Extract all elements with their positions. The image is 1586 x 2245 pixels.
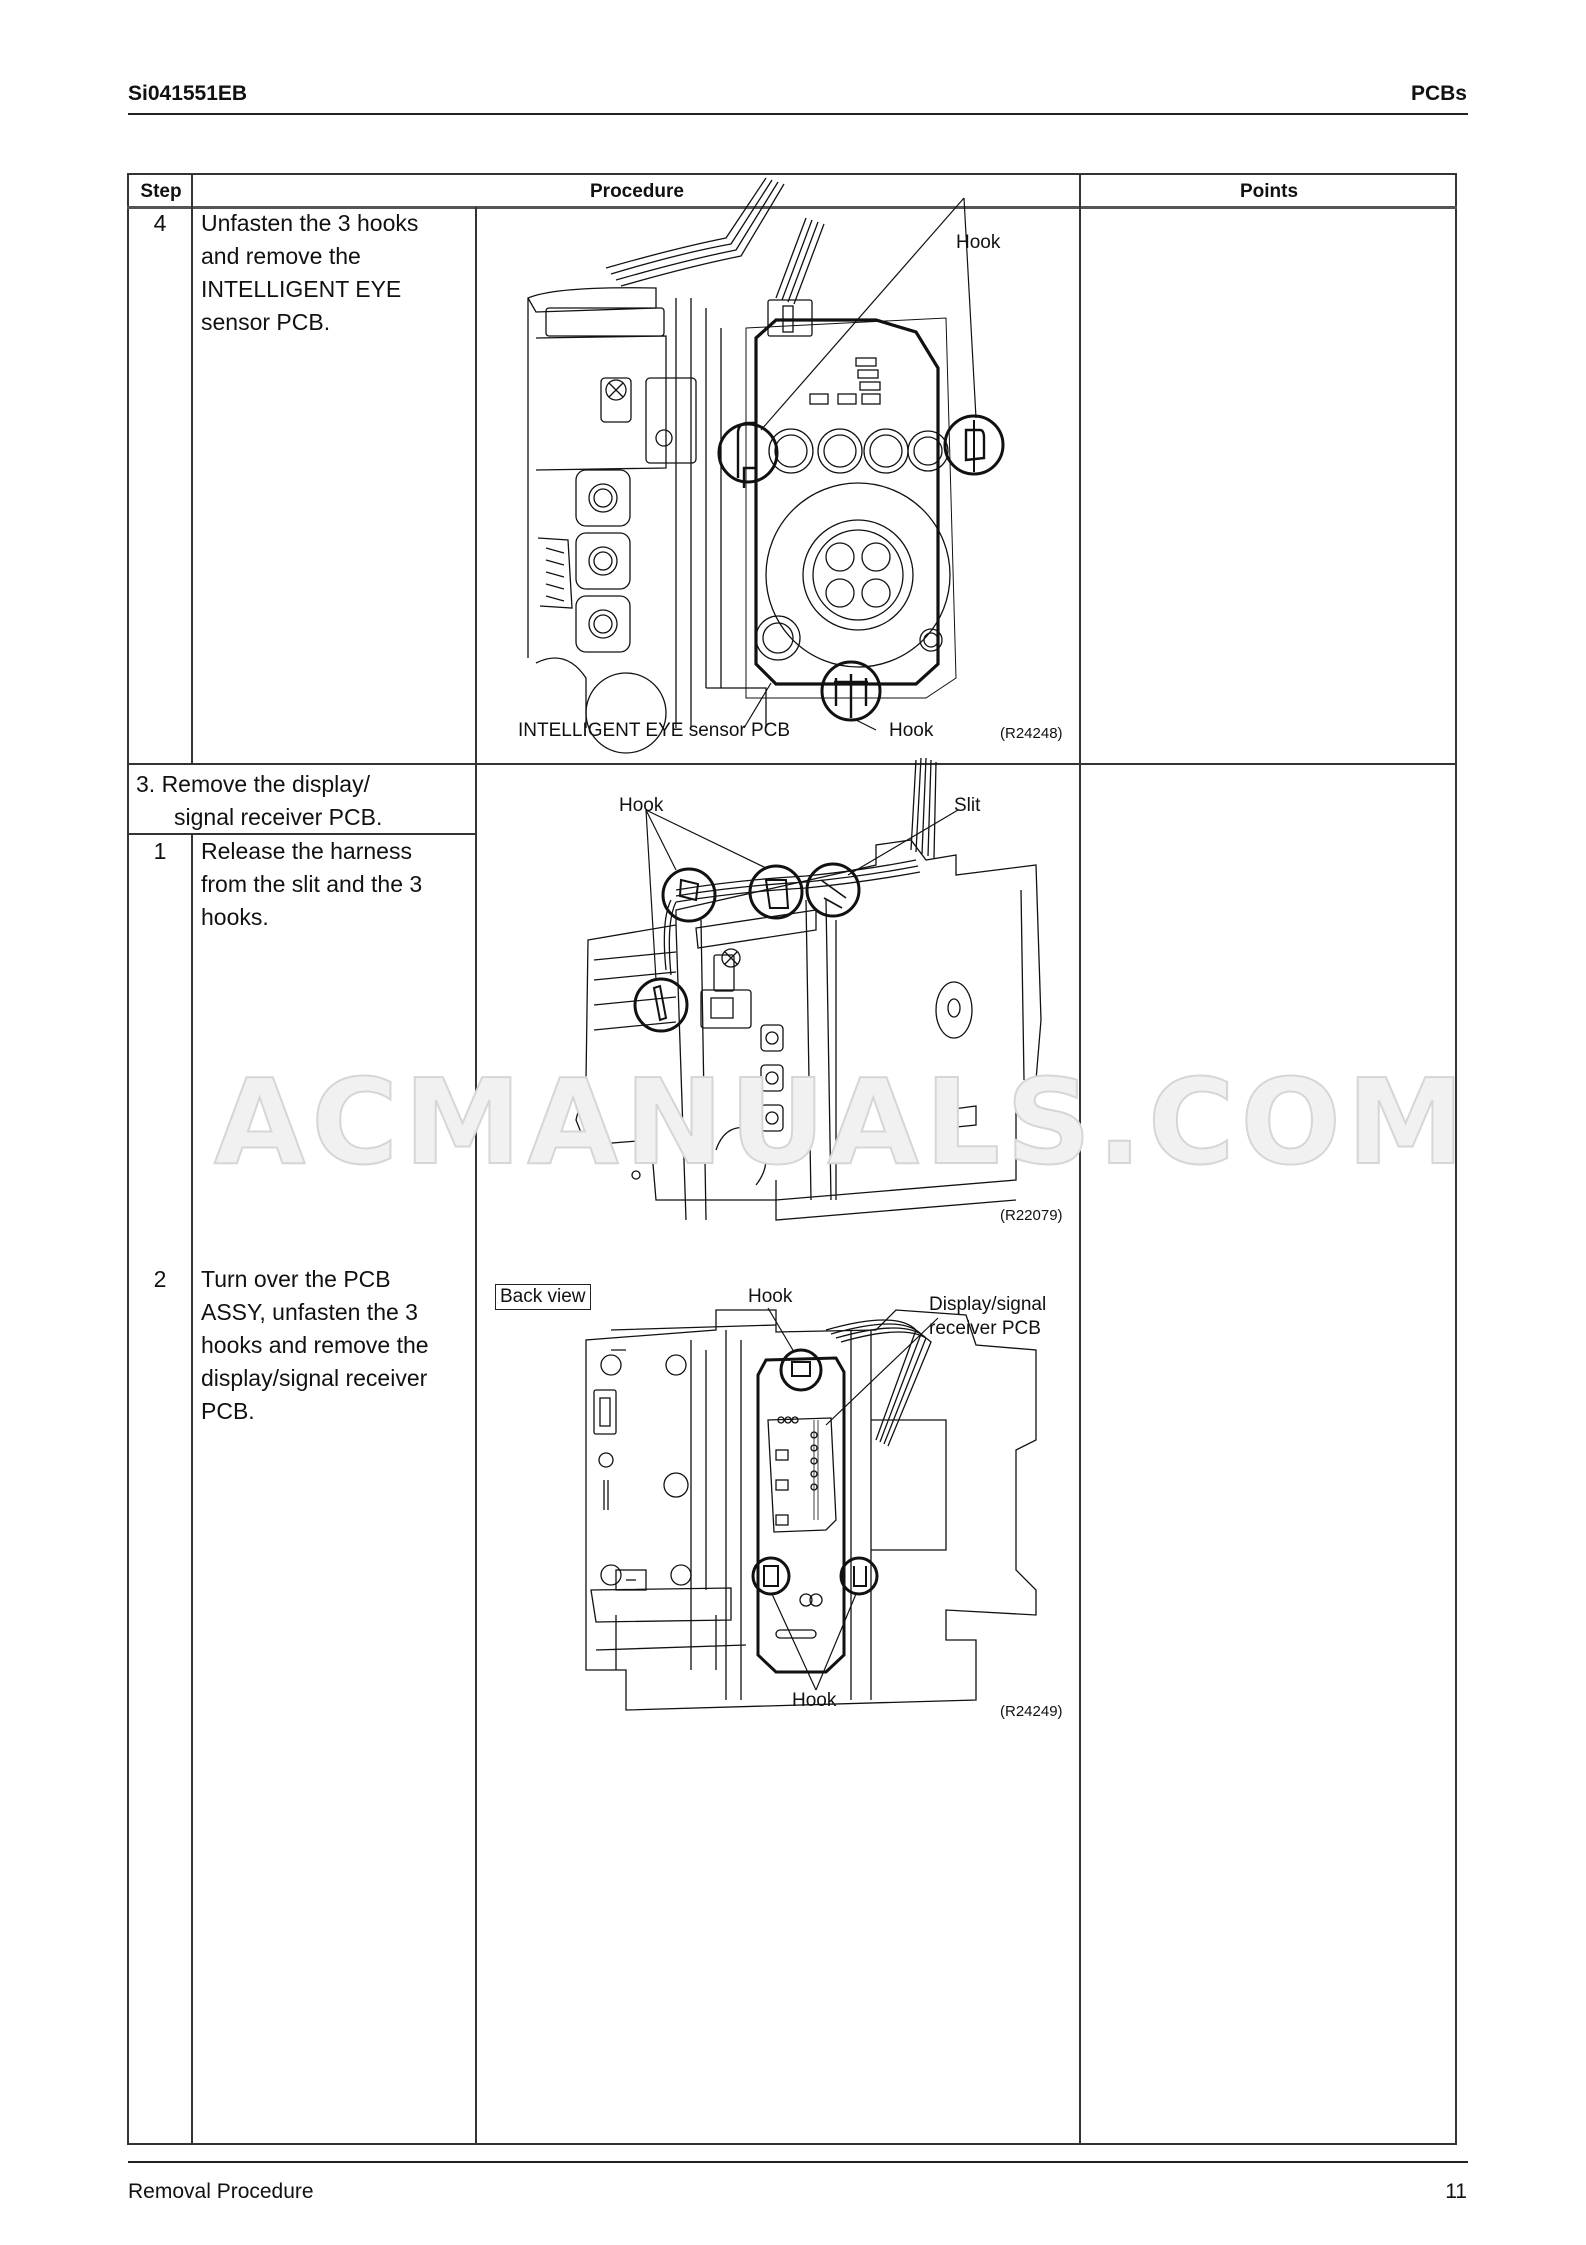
step-number: 1 (153, 838, 167, 864)
instruction-line: INTELLIGENT EYE (201, 276, 402, 302)
instruction-line: Turn over the PCB (201, 1266, 391, 1292)
section-heading: 3. Remove the display/ signal receiver P… (136, 768, 466, 834)
instruction-line: PCB. (201, 1398, 255, 1424)
step-column-divider-2 (191, 834, 193, 2145)
instruction-line: ASSY, unfasten the 3 (201, 1299, 418, 1325)
footer-rule (128, 2161, 1468, 2163)
hook-label: Hook (619, 795, 664, 816)
step-instruction: Turn over the PCB ASSY, unfasten the 3 h… (201, 1263, 473, 1428)
figure-harness-release: Hook Slit (R22079) (476, 757, 1079, 1240)
instruction-line: and remove the (201, 243, 361, 269)
column-header-procedure: Procedure (590, 181, 684, 202)
document-id: Si041551EB (128, 82, 248, 105)
hook-label: Hook (889, 720, 934, 741)
step-column-divider (191, 173, 193, 764)
step-instruction: Release the harness from the slit and th… (201, 835, 471, 934)
pcb-assy-front-illustration (575, 757, 1042, 1221)
instruction-line: from the slit and the 3 (201, 871, 423, 897)
procedure-table: Step Procedure Points (127, 173, 1457, 2145)
hook-label: Hook (956, 232, 1001, 253)
section-heading-line: 3. Remove the display/ (136, 771, 370, 797)
intelligent-eye-pcb-illustration (527, 177, 1005, 754)
figure-reference: (R24248) (1000, 725, 1063, 742)
intelligent-eye-pcb-label: INTELLIGENT EYE sensor PCB (518, 720, 791, 741)
instruction-line: hooks. (201, 904, 269, 930)
header-divider (127, 206, 1457, 209)
instruction-line: Unfasten the 3 hooks (201, 210, 419, 236)
instruction-line: Release the harness (201, 838, 412, 864)
pcb-assy-back-illustration (585, 1307, 1037, 1711)
column-header-step: Step (140, 181, 182, 202)
figure-reference: (R22079) (1000, 1207, 1063, 1224)
instruction-line: display/signal receiver (201, 1365, 428, 1391)
back-view-tag: Back view (495, 1284, 591, 1310)
slit-label: Slit (954, 795, 981, 816)
instruction-line: sensor PCB. (201, 309, 331, 335)
points-column-divider (1079, 173, 1081, 2145)
figure-display-pcb-back: Back view Hook Display/signal receiver P… (476, 1270, 1079, 1740)
display-pcb-label: receiver PCB (929, 1318, 1041, 1339)
instruction-line: hooks and remove the (201, 1332, 429, 1358)
section-divider (127, 833, 476, 835)
step-number: 4 (153, 210, 167, 236)
page-number: 11 (1445, 2180, 1467, 2203)
header-rule (128, 113, 1468, 115)
section-title: PCBs (1410, 82, 1467, 105)
step-instruction: Unfasten the 3 hooks and remove the INTE… (201, 207, 471, 339)
figure-intelligent-eye-pcb: Hook INTELLIGENT EYE sensor PCB Hook (R2… (476, 177, 1079, 763)
hook-label: Hook (792, 1690, 837, 1711)
footer-title: Removal Procedure (128, 2180, 314, 2203)
display-pcb-label: Display/signal (929, 1294, 1047, 1315)
row-divider (127, 763, 1457, 765)
figure-reference: (R24249) (1000, 1703, 1063, 1720)
column-header-points: Points (1239, 181, 1299, 202)
hook-label: Hook (748, 1286, 793, 1307)
step-number: 2 (153, 1266, 167, 1292)
figure-column-divider (475, 207, 477, 2145)
section-heading-line: signal receiver PCB. (174, 804, 383, 830)
